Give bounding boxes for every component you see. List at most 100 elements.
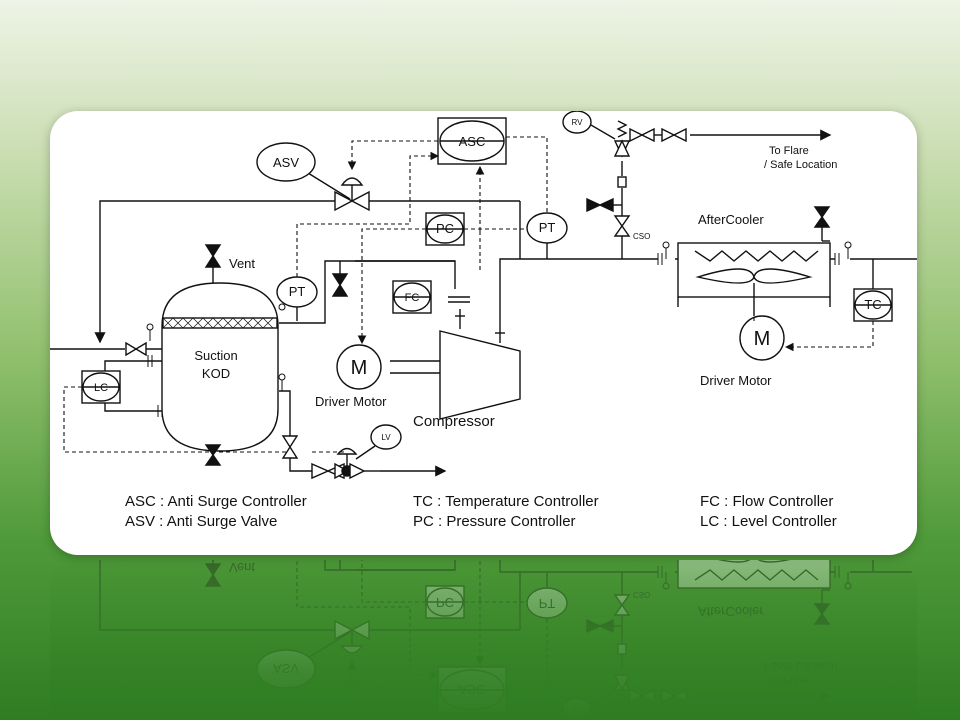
relief-spool-icon [617,643,627,655]
lv-actuator-icon [336,447,358,455]
drain-valve-icon [204,444,222,466]
reflection-mirror: ASC ASV RV PC PT PT FC LC LV TC M M Suct… [50,560,917,720]
legend-fc: FC : Flow Controller [700,493,833,510]
discharge-line [499,560,658,573]
rv-label: RV [572,704,584,713]
reflection-fade [50,560,917,720]
asv-bubble [256,649,316,689]
driver-motor-left-circle [336,344,382,390]
vent-label: Vent [229,256,255,271]
relief-drain-valve-icon [586,618,614,634]
asv-leader [307,172,351,200]
relief-spring-icon [616,120,628,138]
asv-actuator-icon [340,645,364,654]
inlet-valve-icon [125,341,147,357]
asv-leader [307,631,351,659]
to-flare-line1: To Flare [769,145,809,157]
asc-circle [439,669,505,711]
cso-label: CSO [633,590,650,599]
outlet-instrument-dot [278,303,286,311]
cooler-coil [694,569,819,581]
legend-tc: TC : Temperature Controller [413,493,599,510]
to-flare-line2: / Safe Location [764,159,837,171]
pt-right-bubble [526,587,568,619]
pt-right-label: PT [539,220,556,235]
diagram-card: ASC ASV RV PC PT PT FC LC LV TC M M Suct… [50,111,917,555]
legend-asc: ASC : Anti Surge Controller [125,493,307,510]
pt-left-to-asc-signal [296,560,440,680]
cso-label: CSO [633,232,650,241]
relief-spool-icon [617,176,627,188]
liquid-isolation-valve-icon [281,435,299,459]
flare-isolation-valve-icon [629,688,655,704]
asv-actuator-icon [340,177,364,186]
cooler-inlet-instrument-dot [662,582,670,590]
vent-valve-icon [204,244,222,268]
rv-bubble [562,697,592,720]
card-reflection: ASC ASV RV PC PT PT FC LC LV TC M M Suct… [50,560,917,720]
aftercooler-box [677,560,831,589]
compressor-pid-diagram: ASC ASV RV PC PT PT FC LC LV TC M M Suct… [99,560,917,720]
flare-isolation-valve-icon [629,127,655,143]
asc-to-asv-signal [347,140,438,171]
relief-drain-valve-icon [586,197,614,213]
cooler-coil [694,250,819,262]
pc-to-motor-signal [357,228,426,345]
aftercooler-box [677,242,831,298]
tc-to-motor-signal [784,321,874,352]
to-flare-line1: To Flare [769,674,809,686]
vessel-to-compressor-line [324,560,456,571]
pc-label: PC [436,595,454,610]
fc-label: FC [405,292,420,304]
legend-pc: PC : Pressure Controller [413,513,576,530]
flare-valve-2-icon [661,688,687,704]
cso-valve-icon [613,594,631,616]
relief-valve-seat-icon [613,674,631,692]
liquid-outlet-line-2 [289,456,312,472]
motor-right-symbol: M [754,328,771,350]
pt-left-label: PT [289,284,306,299]
driver-motor-right-circle [739,315,785,361]
pt-right-label: PT [539,596,556,611]
asv-bubble [256,142,316,182]
fan-blade-right [753,268,813,284]
lv-downstream-valve-icon [349,462,366,480]
asv-label: ASV [273,661,299,676]
liquid-outlet-line [279,390,291,441]
suction-kod-line1: Suction [194,348,237,363]
lc-upper-tap [104,360,162,371]
lc-label: LC [94,382,108,394]
relief-valve-seat-icon [613,139,631,157]
liquid-instrument-dot [278,373,286,381]
rv-leader [590,691,616,707]
inlet-instrument-dot [146,323,154,331]
vent-valve-icon [204,563,222,587]
aftercooler-label: AfterCooler [698,212,764,227]
aftercooler-label: AfterCooler [698,604,764,619]
fan-blade-left [717,560,751,563]
demister-pad [162,317,278,329]
cooler-inlet-instrument-dot [662,241,670,249]
rv-leader [590,124,616,140]
flare-valve-2-icon [661,127,687,143]
pt-right-to-asc-signal [506,618,548,695]
cooler-vent-valve-icon [813,603,831,625]
recycle-line [94,200,350,344]
recycle-line [99,560,350,631]
reflection-card-copy: ASC ASV RV PC PT PT FC LC LV TC M M Suct… [50,560,917,720]
compressor-body [439,330,521,420]
asc-box [437,666,507,714]
lv-label: LV [381,433,391,442]
pc-label: PC [436,221,454,236]
lv-bubble [370,424,402,450]
asv-valve-icon [334,619,370,641]
discharge-line [499,258,658,329]
cooler-vent-valve-icon [813,206,831,228]
pc-circle [426,587,464,617]
tc-label: TC [864,297,881,312]
rv-label: RV [572,118,584,127]
relief-spring-icon [616,693,628,711]
pt-right-to-asc-signal [506,136,548,213]
cooler-outlet-instrument-dot [844,241,852,249]
to-flare-line2: / Safe Location [764,660,837,672]
